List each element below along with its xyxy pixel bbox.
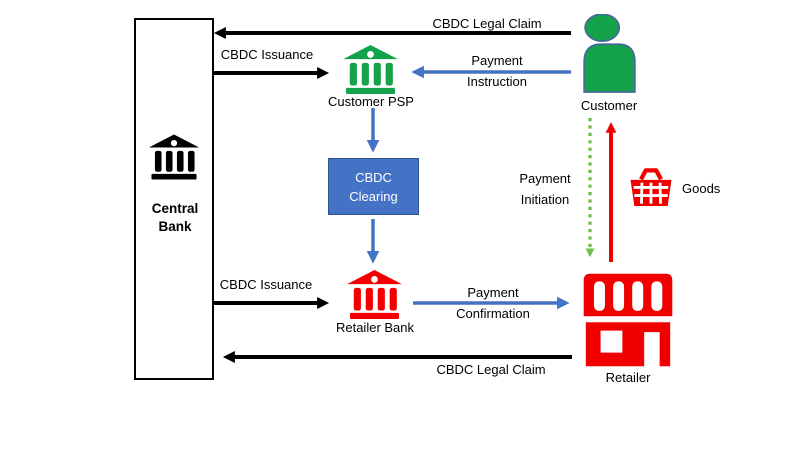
central-bank-label-line1: Central bbox=[151, 201, 199, 216]
cbdc-clearing-label-line2: Clearing bbox=[349, 188, 398, 204]
payment-instruction-label: Payment Instruction bbox=[467, 53, 527, 89]
basket-icon bbox=[630, 168, 672, 207]
bank-icon bbox=[148, 134, 200, 180]
cbdc-legal-claim-bottom-label: CBDC Legal Claim bbox=[436, 362, 546, 377]
customer-psp-bank-icon bbox=[343, 45, 398, 94]
cbdc-clearing-label-line1: CBDC bbox=[355, 169, 392, 185]
cbdc-issuance-bottom-label: CBDC Issuance bbox=[219, 277, 313, 292]
central-bank-label-line2: Bank bbox=[158, 219, 192, 234]
cbdc-clearing-node: CBDC Clearing bbox=[328, 158, 419, 215]
retailer-bank-icon bbox=[347, 270, 402, 319]
retailer-bank-label: Retailer Bank bbox=[335, 320, 415, 335]
customer-psp-label: Customer PSP bbox=[328, 94, 414, 109]
central-bank-node: Central Bank bbox=[134, 18, 214, 380]
cbdc-issuance-top-label: CBDC Issuance bbox=[220, 47, 314, 62]
storefront-icon bbox=[583, 273, 673, 367]
retailer-label: Retailer bbox=[605, 370, 651, 385]
cbdc-legal-claim-top-label: CBDC Legal Claim bbox=[432, 16, 542, 31]
customer-label: Customer bbox=[580, 98, 638, 113]
person-icon bbox=[583, 14, 636, 93]
payment-initiation-label: Payment Initiation bbox=[519, 171, 571, 207]
payment-confirmation-label: Payment Confirmation bbox=[456, 285, 530, 321]
goods-label: Goods bbox=[682, 181, 721, 196]
